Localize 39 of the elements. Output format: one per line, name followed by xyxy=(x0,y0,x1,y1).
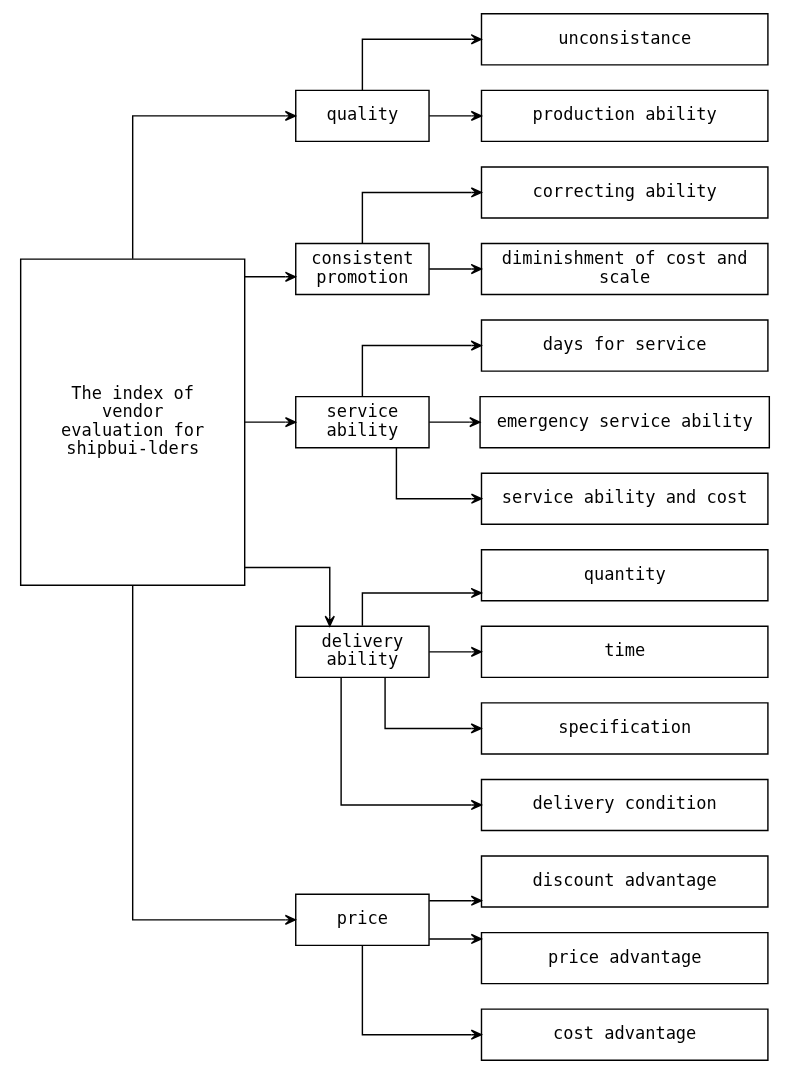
node-box: emergency service ability xyxy=(479,395,771,449)
node-box: service ability xyxy=(295,395,430,449)
node-box: specification xyxy=(480,702,769,755)
arrow xyxy=(132,110,297,260)
node-box: cost advantage xyxy=(480,1008,769,1061)
arrow xyxy=(395,447,483,504)
arrow xyxy=(428,263,482,275)
arrow xyxy=(361,34,482,91)
arrow xyxy=(244,566,335,627)
arrow xyxy=(428,646,482,658)
arrow xyxy=(244,271,297,282)
node-box: price xyxy=(295,893,430,947)
node-box: The index of vendor evaluation for shipbui-lders xyxy=(19,258,246,586)
node-box: quantity xyxy=(480,549,769,602)
node-box: consistent promotion xyxy=(295,242,430,296)
arrow xyxy=(244,416,297,428)
node-box: service ability and cost xyxy=(480,472,769,525)
arrow xyxy=(361,340,482,397)
arrow xyxy=(361,587,482,627)
arrow xyxy=(361,945,482,1040)
arrow xyxy=(428,416,481,428)
node-box: days for service xyxy=(480,319,769,372)
node-box: unconsistance xyxy=(480,13,769,66)
node-box: correcting ability xyxy=(480,166,769,219)
node-box: time xyxy=(480,625,769,679)
node-box: delivery ability xyxy=(295,625,430,679)
node-box: price advantage xyxy=(480,931,769,985)
arrow xyxy=(340,677,482,811)
arrow xyxy=(384,677,482,734)
node-box: production ability xyxy=(480,89,769,143)
arrow xyxy=(132,585,297,925)
arrow xyxy=(361,187,482,244)
arrow xyxy=(428,110,482,122)
node-box: discount advantage xyxy=(480,855,769,908)
node-box: quality xyxy=(295,89,430,143)
node-box: delivery condition xyxy=(480,778,769,832)
arrow xyxy=(428,895,482,906)
arrow xyxy=(428,933,482,945)
node-box: diminishment of cost and scale xyxy=(480,242,769,296)
